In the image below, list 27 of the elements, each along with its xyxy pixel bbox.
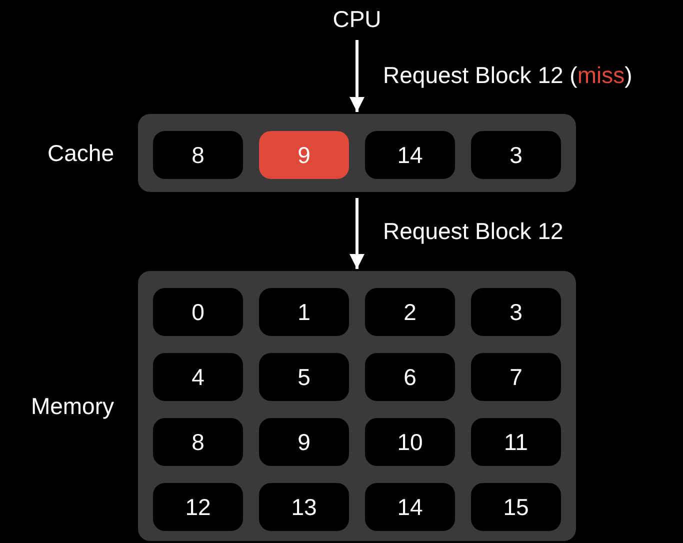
block-cell: 13 <box>259 483 349 531</box>
block-cell: 5 <box>259 353 349 401</box>
cpu-label: CPU <box>327 4 387 34</box>
panel-label: Cache <box>48 138 114 168</box>
block-cell: 8 <box>153 418 243 466</box>
block-cell: 1 <box>259 288 349 336</box>
block-cell: 6 <box>365 353 455 401</box>
block-cell: 12 <box>153 483 243 531</box>
block-cell: 3 <box>471 131 561 179</box>
block-cell: 2 <box>365 288 455 336</box>
block-cell: 11 <box>471 418 561 466</box>
panel-label: Memory <box>30 392 114 421</box>
block-cell: 4 <box>153 353 243 401</box>
edge-label: Request Block 12 <box>383 217 564 246</box>
arrow <box>350 198 364 269</box>
block-cell: 3 <box>471 288 561 336</box>
block-cell: 14 <box>365 483 455 531</box>
block-cell: 15 <box>471 483 561 531</box>
block-cell: 9 <box>259 131 349 179</box>
edge-label: Request Block 12 (miss) <box>383 61 632 90</box>
arrow <box>350 40 364 112</box>
block-cell: 0 <box>153 288 243 336</box>
block-cell: 8 <box>153 131 243 179</box>
block-cell: 7 <box>471 353 561 401</box>
block-cell: 9 <box>259 418 349 466</box>
block-cell: 10 <box>365 418 455 466</box>
block-cell: 14 <box>365 131 455 179</box>
